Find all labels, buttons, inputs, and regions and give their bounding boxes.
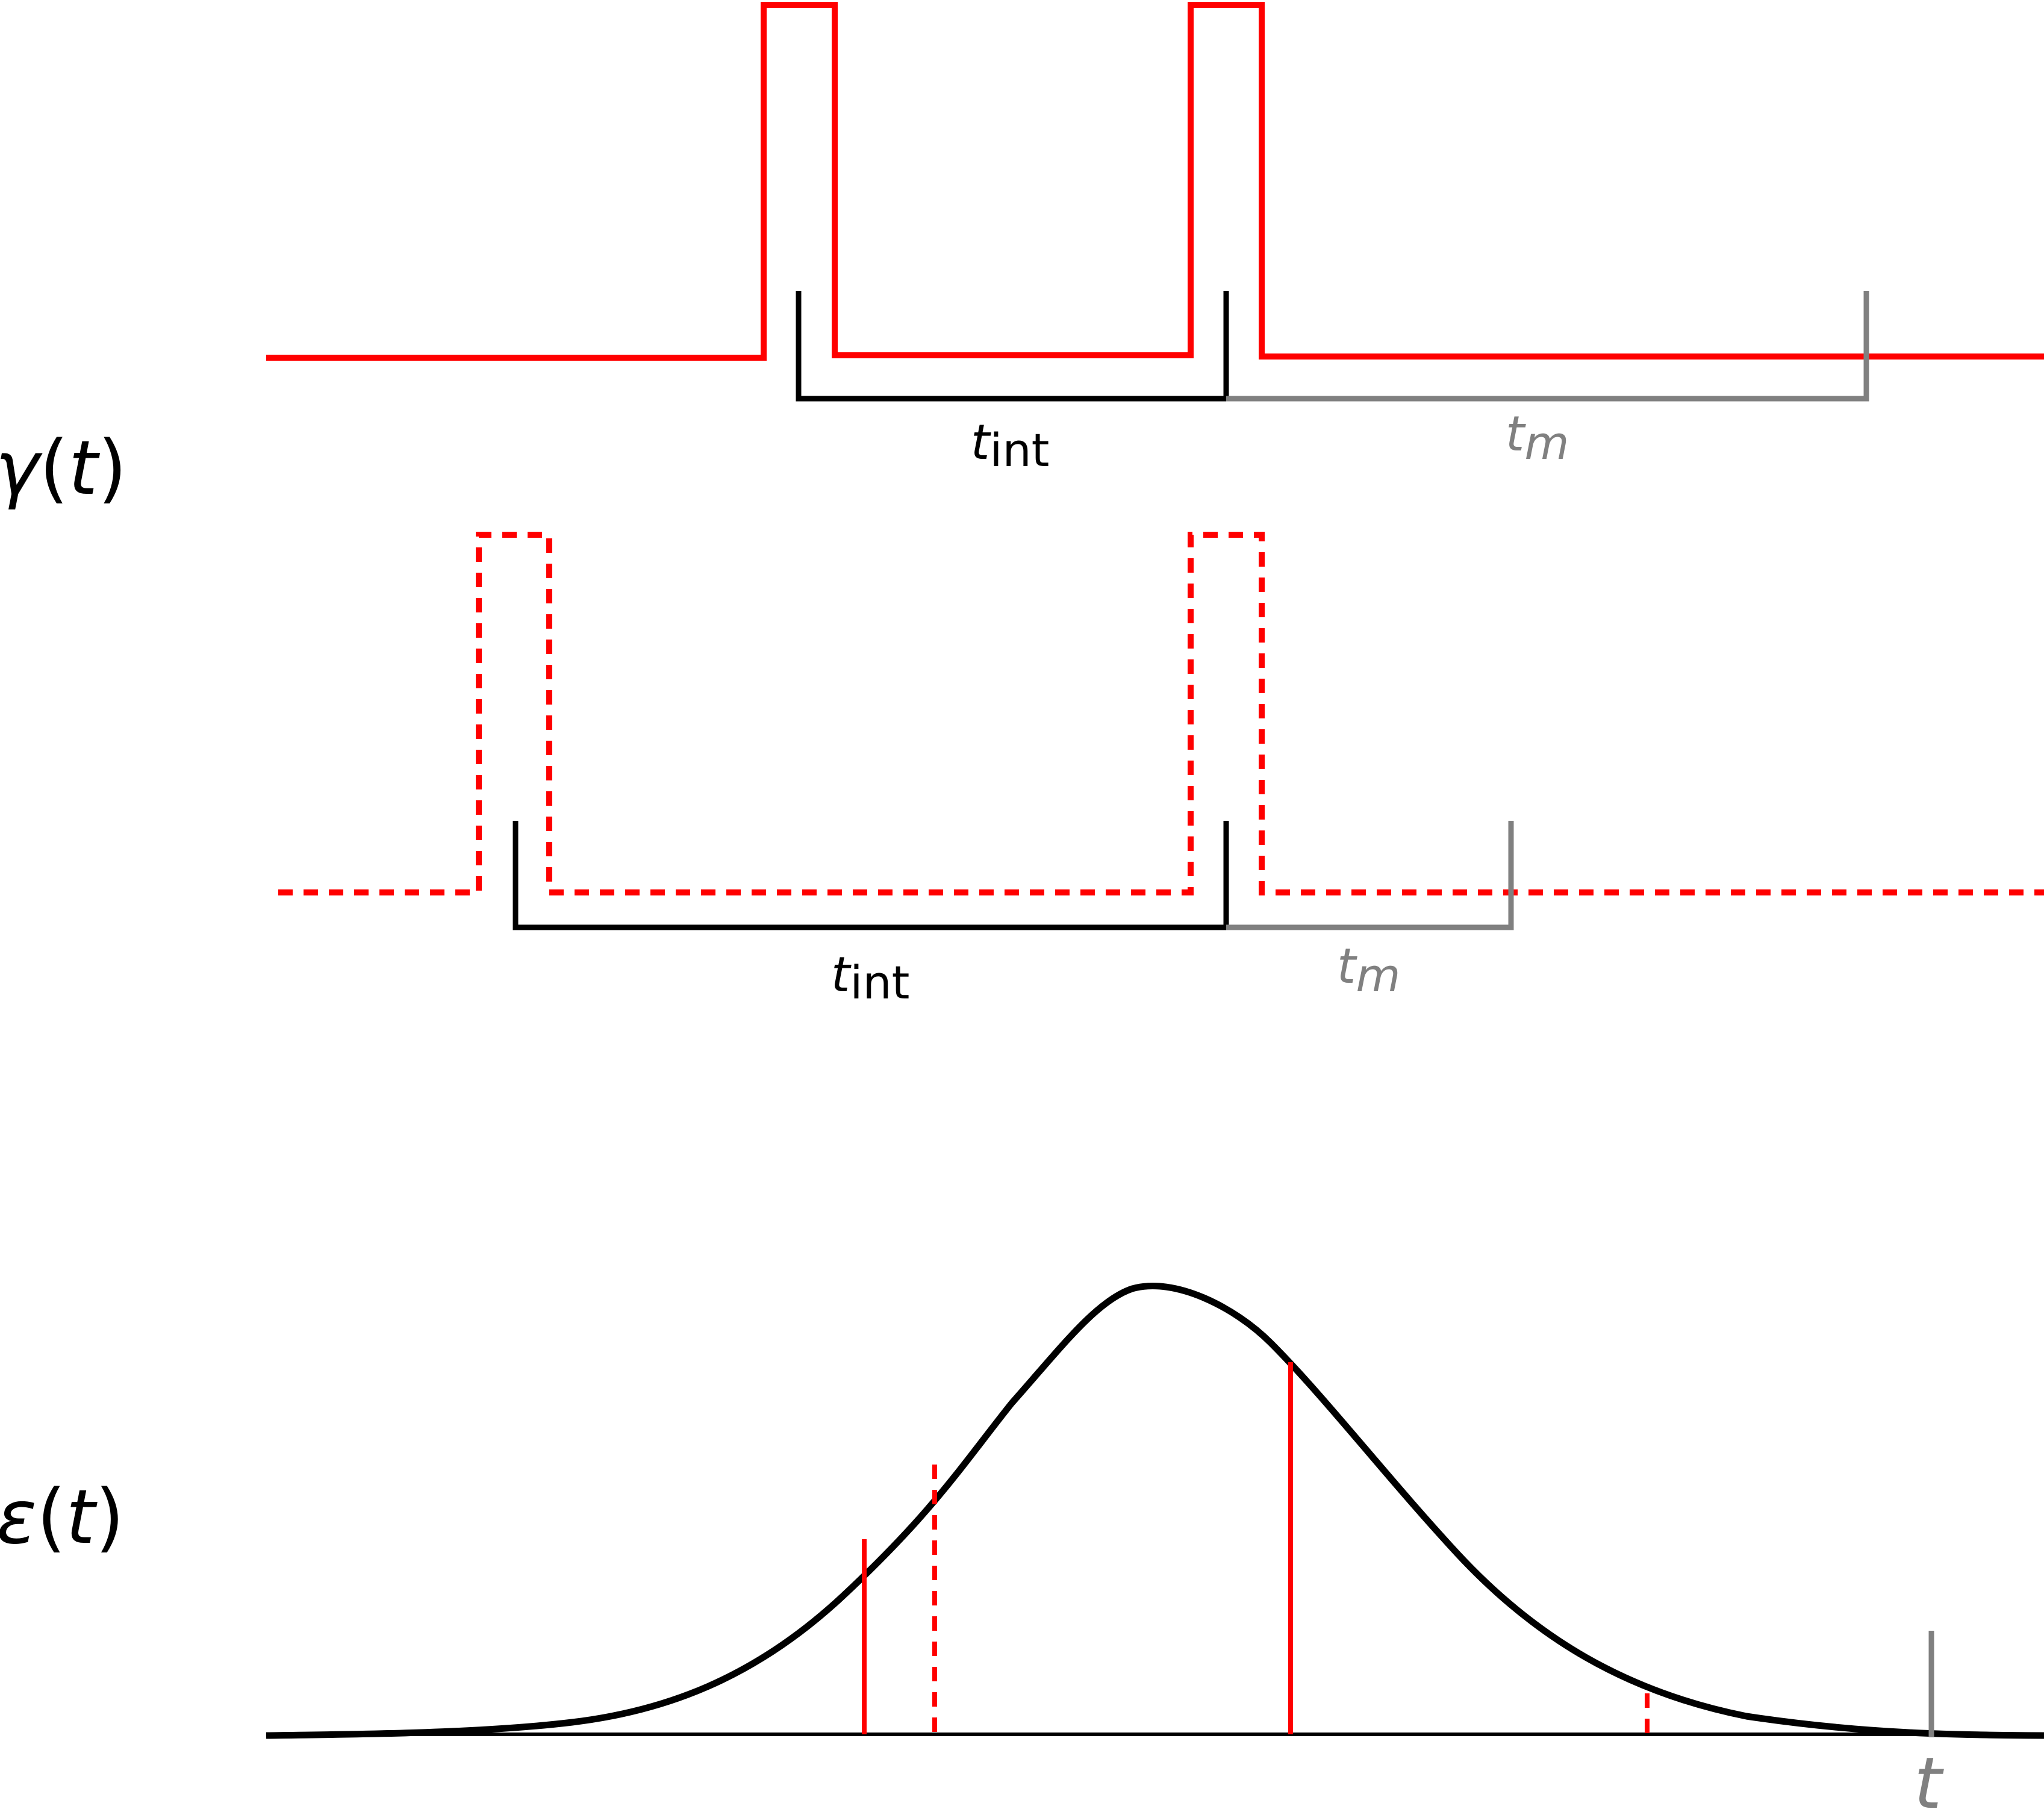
integration-bracket-top: [796, 291, 1229, 402]
t-m-base-middle: t: [1337, 938, 1357, 994]
gamma-symbol: γ: [0, 425, 43, 512]
gamma-open-paren: (: [39, 425, 68, 512]
t-m-base-top: t: [1506, 406, 1526, 462]
t-m-sub-top: m: [1524, 416, 1569, 470]
measurement-bracket-top: [1226, 291, 1869, 402]
t-int-label-top: tint: [971, 414, 1049, 477]
epsilon-open-paren: (: [37, 1474, 66, 1561]
time-axis-label: t: [1914, 1742, 1944, 1812]
t-m-label-top: tm: [1506, 406, 1569, 470]
solid-pulse-train: [266, 2, 2044, 361]
gamma-close-paren: ): [98, 425, 126, 512]
integration-bracket-middle: [513, 821, 1229, 930]
gamma-axis-label: γ(t): [0, 425, 127, 512]
epsilon-symbol: ε: [0, 1474, 37, 1561]
t-int-sub-top: int: [989, 423, 1049, 477]
epsilon-close-paren: ): [95, 1474, 124, 1561]
t-int-base-top: t: [971, 414, 991, 470]
t-int-sub-middle: int: [850, 956, 909, 1009]
gaussian-curve: [266, 1283, 2044, 1739]
epsilon-t: t: [66, 1474, 98, 1561]
epsilon-axis-label: ε(t): [0, 1474, 124, 1561]
t-m-label-middle: tm: [1337, 938, 1400, 1002]
t-int-base-middle: t: [831, 947, 852, 1003]
dashed-pulse-train: [278, 532, 2044, 895]
measurement-bracket-middle: [1226, 821, 1514, 930]
gamma-t: t: [69, 425, 101, 512]
t-m-sub-middle: m: [1356, 948, 1400, 1002]
t-int-label-middle: tint: [831, 947, 909, 1009]
